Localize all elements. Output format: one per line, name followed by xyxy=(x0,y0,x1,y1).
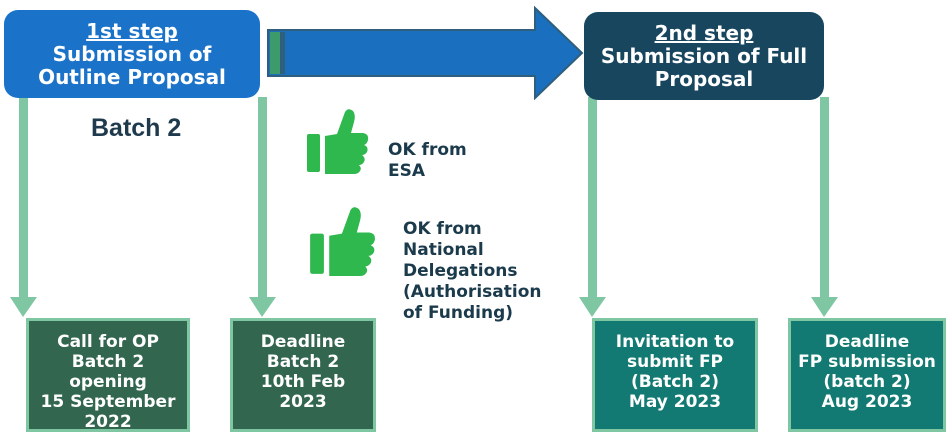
step1-line2: Outline Proposal xyxy=(38,64,226,89)
connector-line-1 xyxy=(19,97,28,299)
milestone-call-opening: Call for OP Batch 2 opening 15 September… xyxy=(26,318,190,432)
connector-arrowhead-4 xyxy=(811,297,838,317)
connector-line-3 xyxy=(588,97,597,299)
step2-line1: Submission of Full xyxy=(600,43,808,68)
connector-arrowhead-2 xyxy=(249,297,276,317)
step1-box: 1st step Submission of Outline Proposal xyxy=(4,10,260,98)
approval-national-text: OK from National Delegations (Authorisat… xyxy=(403,219,542,323)
step2-line2: Proposal xyxy=(654,66,754,91)
connector-line-4 xyxy=(820,97,829,299)
approval-esa-text: OK from ESA xyxy=(388,140,467,181)
milestone-op-deadline: Deadline Batch 2 10th Feb 2023 xyxy=(230,318,376,432)
thumbs-up-icon xyxy=(307,109,369,174)
thumbs-up-icon xyxy=(310,207,375,276)
connector-arrowhead-1 xyxy=(10,297,37,317)
big-right-arrow xyxy=(267,5,584,101)
step1-line1: Submission of xyxy=(52,41,212,66)
milestone-fp-invitation: Invitation to submit FP (Batch 2) May 20… xyxy=(592,318,758,432)
connector-line-2 xyxy=(258,97,267,299)
batch-label: Batch 2 xyxy=(91,114,182,142)
step2-title: 2nd step xyxy=(654,20,754,45)
milestone-fp-deadline: Deadline FP submission (batch 2) Aug 202… xyxy=(788,318,946,432)
step1-title: 1st step xyxy=(86,18,178,43)
connector-arrowhead-3 xyxy=(579,297,606,317)
step2-box: 2nd step Submission of Full Proposal xyxy=(584,12,824,100)
